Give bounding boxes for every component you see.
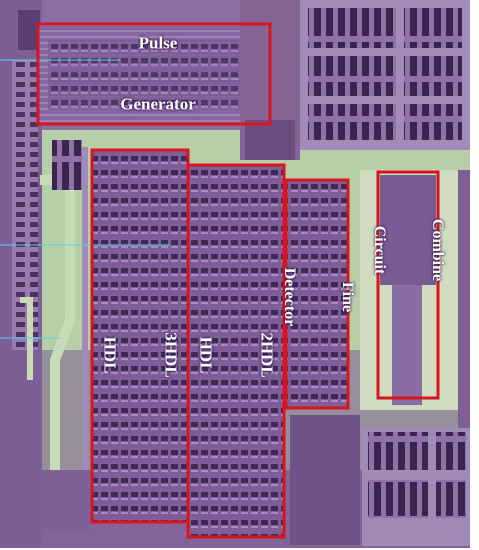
combine-line2: Circuit <box>370 225 388 275</box>
hdl2-line2: HDL <box>196 336 216 374</box>
fine-detector-box <box>284 178 350 410</box>
hdl2-box <box>186 163 286 539</box>
fine-line2: Detector <box>280 267 298 327</box>
pulse-line2: Generator <box>120 94 196 114</box>
hdl2-label: 2HDL HDL <box>154 332 317 377</box>
combine-circuit-box <box>376 170 440 400</box>
combine-line1: Combine <box>428 218 446 282</box>
pulse-generator-box <box>36 22 272 126</box>
pulse-generator-label: Pulse Generator <box>120 0 196 156</box>
hdl2-line1: 2HDL <box>257 332 277 378</box>
hdl3-line2: HDL <box>100 336 120 374</box>
pulse-line1: Pulse <box>138 33 178 53</box>
combine-circuit-label: Combine Circuit <box>331 219 479 281</box>
